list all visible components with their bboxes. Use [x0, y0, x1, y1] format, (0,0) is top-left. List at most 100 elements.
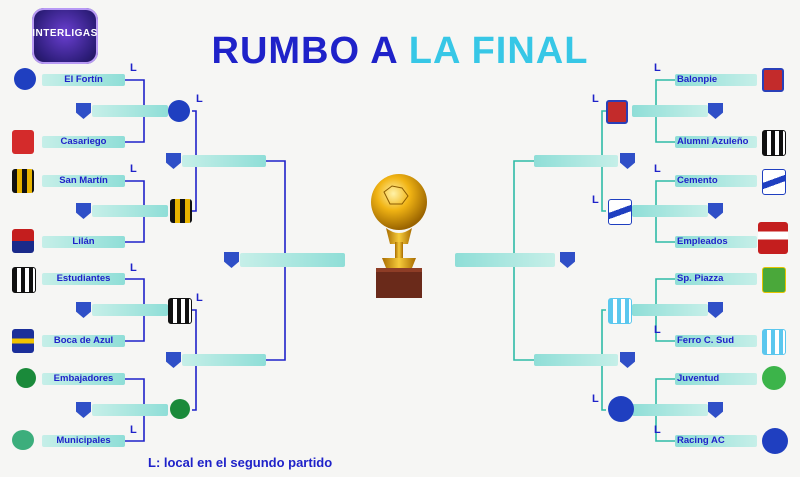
team-slot-left-7: [42, 373, 125, 385]
placeholder-shield-icon: [708, 302, 723, 318]
quarter-slot: [632, 404, 708, 416]
quarter-slot: [92, 205, 168, 217]
team-crest: [168, 100, 190, 122]
semi-slot: [534, 354, 618, 366]
title-part1: RUMBO A: [211, 30, 398, 72]
placeholder-shield-icon: [76, 103, 91, 119]
placeholder-shield-icon: [620, 153, 635, 169]
team-name: El Fortín: [64, 74, 103, 85]
quarter-slot: [92, 304, 168, 316]
team-crest: [170, 199, 192, 223]
team-crest: [608, 396, 634, 422]
placeholder-shield-icon: [560, 252, 575, 268]
semi-slot: [534, 155, 618, 167]
semi-slot: [182, 354, 266, 366]
team-crest: [762, 130, 786, 156]
legend-text: L: local en el segundo partido: [148, 455, 333, 470]
team-crest: [12, 130, 34, 154]
home-marker: L: [654, 424, 661, 436]
team-crest: [16, 368, 36, 388]
team-crest: [12, 267, 36, 293]
team-name: Municipales: [56, 435, 111, 446]
team-slot-left-3: [42, 175, 125, 187]
team-crest: [762, 329, 786, 355]
team-name: Racing AC: [677, 435, 725, 446]
home-marker: L: [196, 292, 203, 304]
team-slot-right-3: [675, 175, 757, 187]
home-marker: L: [592, 194, 599, 206]
team-slot-right-4: [675, 236, 757, 248]
home-marker: L: [130, 424, 137, 436]
placeholder-shield-icon: [708, 203, 723, 219]
team-name: Lilán: [72, 236, 95, 247]
team-slot-left-5: [42, 273, 125, 285]
team-crest: [170, 399, 190, 419]
team-name: Empleados: [677, 236, 728, 247]
team-slot-right-2: [675, 136, 757, 148]
final-slot-left: [240, 253, 345, 267]
team-crest: [606, 100, 628, 124]
team-slot-left-1: [42, 74, 125, 86]
home-marker: L: [654, 324, 661, 336]
quarter-slot: [632, 205, 708, 217]
trophy-icon: [371, 174, 427, 298]
team-name: San Martín: [59, 175, 108, 186]
placeholder-shield-icon: [76, 203, 91, 219]
final-slot-right: [455, 253, 555, 267]
placeholder-shield-icon: [76, 302, 91, 318]
team-crest: [12, 329, 34, 353]
team-crest: [12, 229, 34, 253]
quarter-slot: [632, 105, 708, 117]
team-name: Juventud: [677, 373, 720, 384]
home-marker: L: [654, 163, 661, 175]
home-marker: L: [592, 393, 599, 405]
team-slot-left-6: [42, 335, 125, 347]
logo-text: INTERLIGAS: [32, 28, 98, 39]
home-marker: L: [130, 262, 137, 274]
team-crest: [608, 199, 632, 225]
team-crest: [762, 169, 786, 195]
placeholder-shield-icon: [224, 252, 239, 268]
placeholder-shield-icon: [76, 402, 91, 418]
team-crest: [762, 428, 788, 454]
team-name: Embajadores: [53, 373, 114, 384]
placeholder-shield-icon: [708, 103, 723, 119]
team-slot-right-6: [675, 335, 757, 347]
team-slot-left-2: [42, 136, 125, 148]
team-name: Sp. Piazza: [677, 273, 724, 284]
placeholder-shield-icon: [166, 153, 181, 169]
team-name: Boca de Azul: [53, 335, 114, 346]
team-crest: [12, 169, 34, 193]
team-name: Casariego: [60, 136, 107, 147]
placeholder-shield-icon: [708, 402, 723, 418]
team-slot-right-8: [675, 435, 757, 447]
team-slot-right-5: [675, 273, 757, 285]
team-crest: [762, 68, 784, 92]
semi-slot: [182, 155, 266, 167]
home-marker: L: [196, 93, 203, 105]
team-name: Alumni Azuleño: [677, 136, 749, 147]
page-title: RUMBO A LA FINAL: [0, 30, 800, 73]
team-name: Estudiantes: [56, 273, 111, 284]
quarter-slot: [632, 304, 708, 316]
home-marker: L: [592, 93, 599, 105]
home-marker: L: [130, 62, 137, 74]
team-name: Cemento: [677, 175, 718, 186]
team-crest: [758, 222, 788, 254]
home-marker: L: [654, 62, 661, 74]
quarter-slot: [92, 105, 168, 117]
interligas-logo: INTERLIGAS: [32, 8, 98, 64]
team-crest: [168, 298, 192, 324]
team-crest: [14, 68, 36, 90]
placeholder-shield-icon: [166, 352, 181, 368]
title-part2: LA FINAL: [408, 30, 589, 72]
home-marker: L: [130, 163, 137, 175]
team-name: Balonpie: [677, 74, 718, 85]
team-slot-left-4: [42, 236, 125, 248]
placeholder-shield-icon: [620, 352, 635, 368]
team-crest: [762, 267, 786, 293]
team-crest: [608, 298, 632, 324]
team-crest: [12, 430, 34, 450]
team-slot-right-1: [675, 74, 757, 86]
